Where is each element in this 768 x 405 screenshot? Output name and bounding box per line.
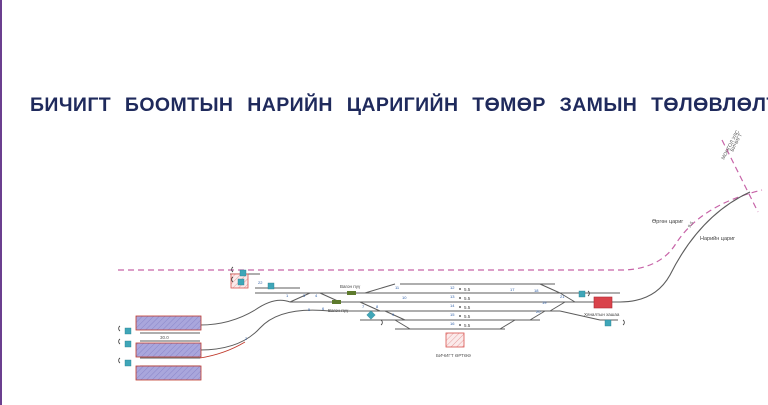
station-building-label: БИЧИГТ ӨРТӨӨ — [436, 353, 471, 358]
wagon-scale-label-1: Вагон пүү — [340, 284, 361, 289]
svg-text:22: 22 — [258, 280, 263, 285]
narrow-gauge-label: Нарийн цариг — [700, 235, 735, 242]
svg-text:6: 6 — [322, 306, 325, 311]
siding-length: 5.5 — [464, 314, 471, 319]
track-numbers: 1 2 3 4 5 6 7 8 9 10 11 12 13 14 15 16 1… — [245, 280, 565, 341]
svg-text:1: 1 — [286, 293, 289, 298]
wide-gauge-label: Өргөн цариг — [652, 219, 683, 225]
siding-length: 5.5 — [464, 323, 471, 328]
siding-length: 5.5 — [464, 296, 471, 301]
svg-text:14: 14 — [450, 303, 455, 308]
slide-left-edge — [0, 0, 2, 405]
svg-text:19: 19 — [542, 300, 547, 305]
signal-boxes — [124, 269, 612, 367]
siding-dots — [459, 288, 461, 326]
svg-text:12: 12 — [450, 285, 455, 290]
platform-2 — [135, 342, 202, 358]
platform-3 — [135, 365, 202, 381]
svg-text:4: 4 — [315, 293, 318, 298]
border-line-cross — [721, 139, 759, 213]
customs-gate-label: Хяналтын хашаа — [584, 312, 620, 317]
siding-length: 5.5 — [464, 305, 471, 310]
svg-text:2: 2 — [245, 336, 248, 341]
svg-text:15: 15 — [450, 312, 455, 317]
wagon-scale-2 — [332, 300, 341, 304]
station-building — [445, 332, 465, 348]
svg-text:21: 21 — [560, 294, 565, 299]
svg-text:8: 8 — [376, 304, 379, 309]
svg-text:20: 20 — [536, 309, 541, 314]
svg-text:5: 5 — [308, 307, 311, 312]
station-tracks — [140, 273, 620, 367]
slide-title: БИЧИГТ БООМТЫН НАРИЙН ЦАРИГИЙН ТӨМӨР ЗАМ… — [30, 94, 768, 116]
customs-gate — [593, 296, 613, 309]
svg-text:3: 3 — [303, 293, 306, 298]
svg-text:9: 9 — [392, 312, 395, 317]
km-label-platform: 30.0 — [160, 335, 169, 340]
buffer-stops — [118, 266, 625, 364]
svg-text:13: 13 — [450, 294, 455, 299]
km-label-main: 9.5 — [687, 220, 695, 228]
platform-link-line — [199, 341, 246, 359]
svg-text:10: 10 — [402, 295, 407, 300]
wagon-scale-label-2: Вагон пүү — [328, 308, 349, 313]
border-line — [118, 189, 763, 271]
svg-text:7: 7 — [362, 304, 365, 309]
siding-length-labels: 5.5 5.5 5.5 5.5 5.5 — [464, 287, 471, 328]
svg-text:11: 11 — [395, 285, 400, 290]
svg-text:18: 18 — [534, 288, 539, 293]
wagon-scale-1 — [347, 291, 356, 295]
svg-text:16: 16 — [450, 321, 455, 326]
platform-1 — [135, 315, 202, 331]
narrow-gauge-main-line — [619, 191, 751, 303]
svg-text:17: 17 — [510, 287, 515, 292]
siding-length: 5.5 — [464, 287, 471, 292]
